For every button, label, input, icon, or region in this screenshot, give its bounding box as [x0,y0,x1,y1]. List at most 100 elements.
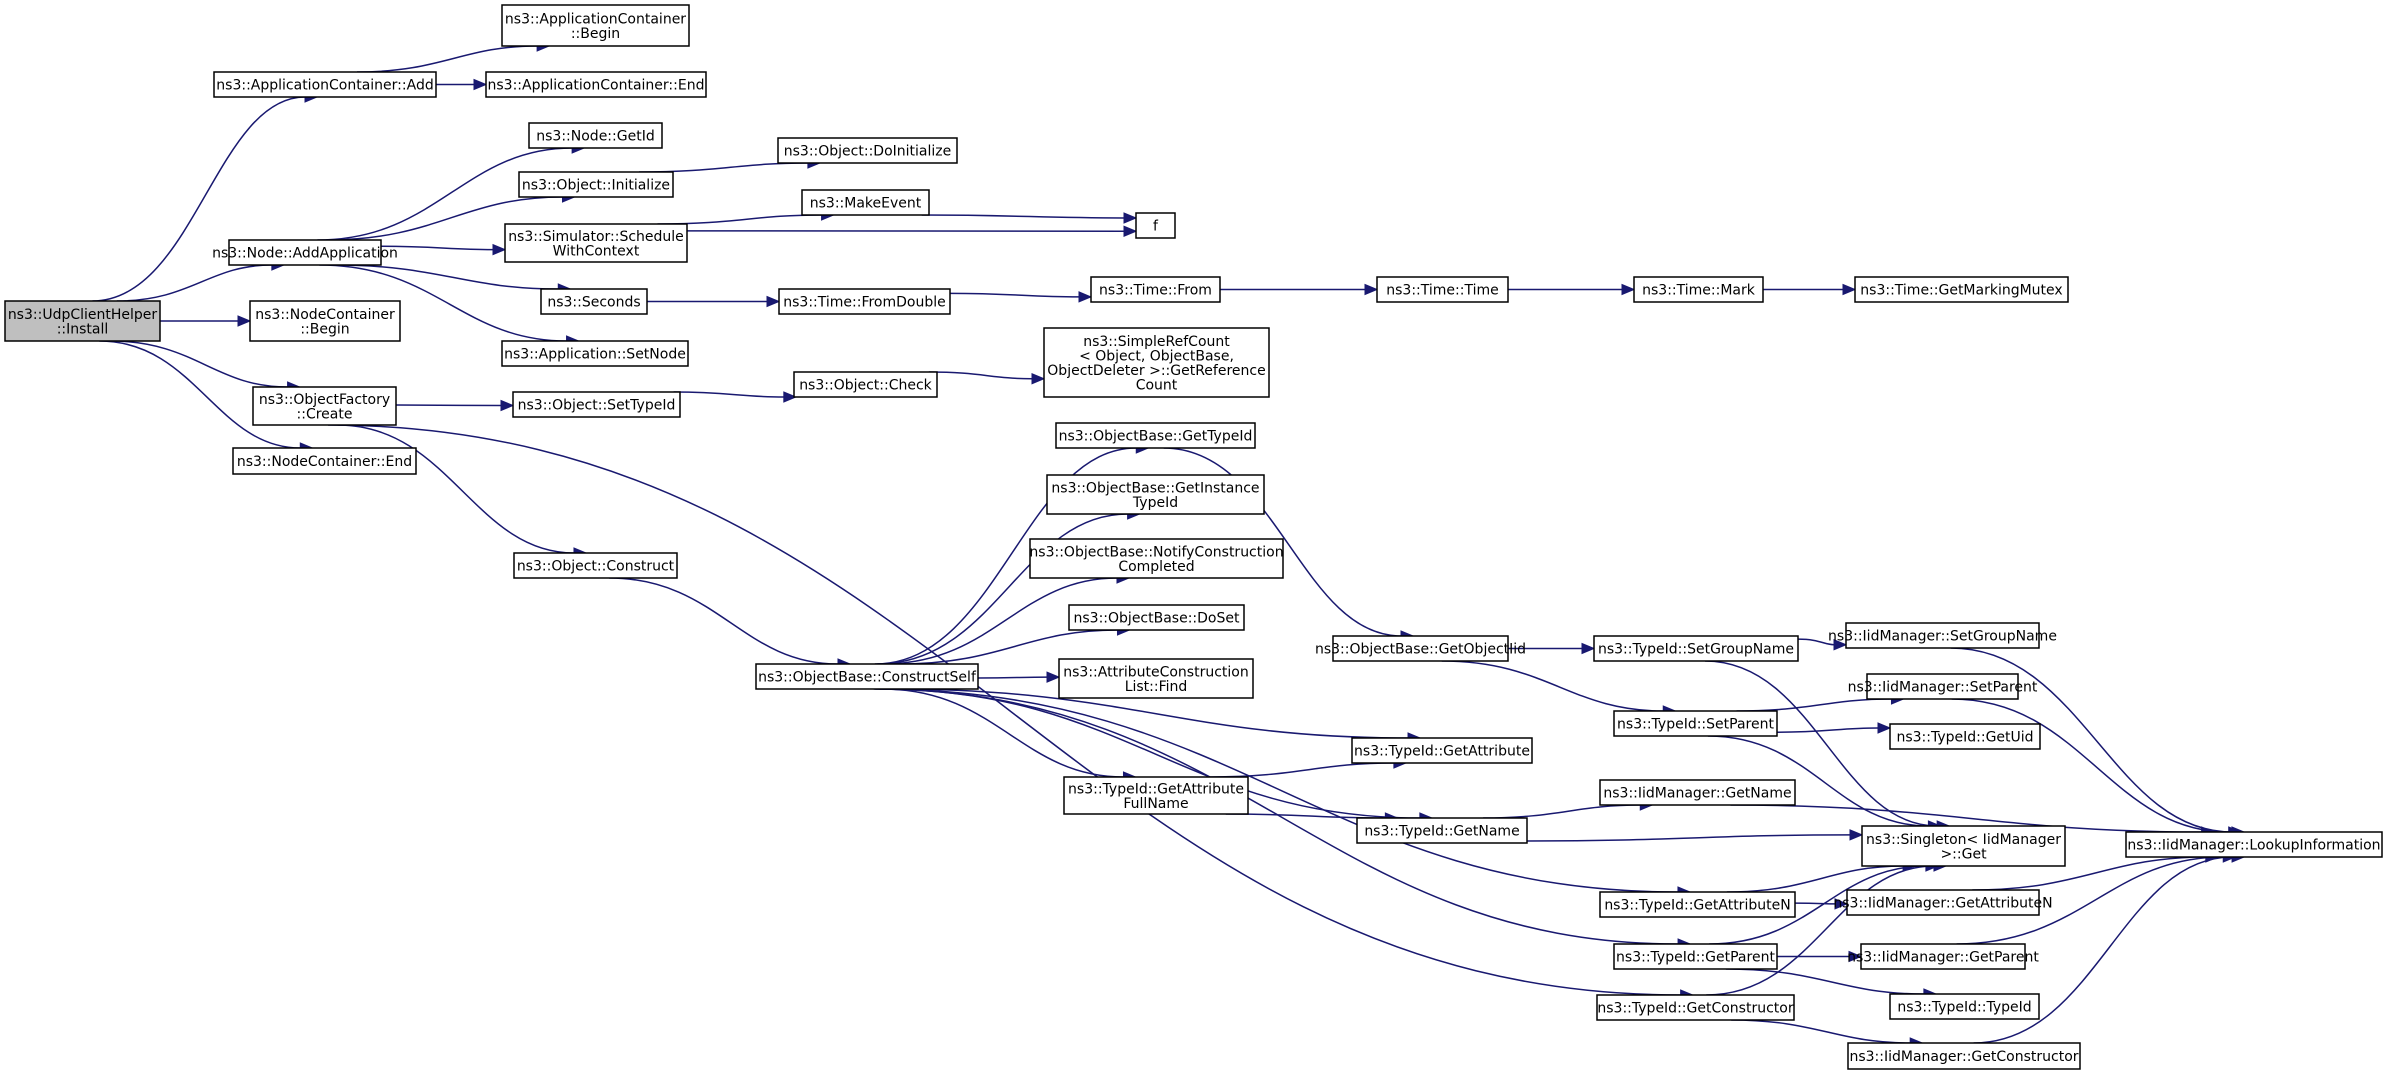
call-edge-makeevent-to-f [921,212,1138,224]
function-node-nodecont-begin[interactable]: ns3::NodeContainer::Begin [249,300,401,342]
function-node-box [249,300,401,342]
function-node-iidmgr-getname[interactable]: ns3::IidManager::GetName [1599,779,1796,806]
call-edge-line [1951,698,2229,833]
function-node-time-from[interactable]: ns3::Time::From [1090,276,1221,303]
function-node-box [2125,831,2383,858]
function-node-appcont-end[interactable]: ns3::ApplicationContainer::End [485,71,707,98]
arrowhead-icon [1849,829,1864,841]
function-node-box [1599,779,1796,806]
function-node-obj-initialize[interactable]: ns3::Object::Initialize [518,171,674,198]
function-node-time-getmarkingmutex[interactable]: ns3::Time::GetMarkingMutex [1854,276,2069,303]
function-node-time-fromdouble[interactable]: ns3::Time::FromDouble [778,288,951,315]
function-node-simplerefcount[interactable]: ns3::SimpleRefCount< Object, ObjectBase,… [1043,327,1270,398]
arrowhead-icon [766,295,781,308]
function-node-label: ns3::TypeId::GetAttribute [1354,744,1530,760]
function-node-box [793,371,938,398]
function-node-objbase-notifyconstruction[interactable]: ns3::ObjectBase::NotifyConstructionCompl… [1029,538,1284,579]
call-edge-line [1707,735,1929,827]
function-node-objbase-constructself[interactable]: ns3::ObjectBase::ConstructSelf [755,663,979,690]
function-node-typeid-getparent[interactable]: ns3::TypeId::GetParent [1613,943,1778,970]
function-node-label: ns3::AttributeConstruction [1063,664,1248,680]
function-node-box [1593,635,1799,662]
function-node-iidmgr-setparent[interactable]: ns3::IidManager::SetParent [1848,673,2038,700]
function-node-typeid-getattribute[interactable]: ns3::TypeId::GetAttribute [1351,737,1533,764]
call-edge-line [110,340,288,388]
call-edge-line [1736,698,1892,712]
function-node-iidmgr-lookupinformation[interactable]: ns3::IidManager::LookupInformation [2125,831,2383,858]
function-node-box [518,171,674,198]
call-edge-line [892,688,1409,739]
function-node-typeid-typeid[interactable]: ns3::TypeId::TypeId [1889,993,2040,1020]
function-node-typeid-setgroupname[interactable]: ns3::TypeId::SetGroupName [1593,635,1799,662]
function-node-label: ns3::IidManager::GetConstructor [1849,1049,2078,1065]
function-node-label: ns3::ObjectBase::GetObjectIid [1315,642,1526,658]
call-edge-line [609,577,838,665]
function-node-typeid-getconstructor[interactable]: ns3::TypeId::GetConstructor [1596,994,1795,1021]
function-node-label: TypeId [1132,495,1178,511]
function-node-iidmgr-getattributen[interactable]: ns3::IidManager::GetAttributeN [1833,889,2053,916]
call-edge-typeid-getparent-to-iidmgr-getparent [1776,950,1863,963]
function-node-appcont-begin[interactable]: ns3::ApplicationContainer::Begin [501,4,690,47]
function-node-obj-settypeid[interactable]: ns3::Object::SetTypeId [512,391,681,418]
function-node-appcont-add[interactable]: ns3::ApplicationContainer::Add [213,71,437,98]
function-node-typeid-getname[interactable]: ns3::TypeId::GetName [1356,817,1528,844]
function-node-objbase-doset[interactable]: ns3::ObjectBase::DoSet [1068,604,1245,631]
function-node-label: ns3::ObjectBase::GetInstance [1051,480,1259,496]
call-edge-line [328,424,1681,996]
call-edge-udp-install-to-nodecont-begin [160,315,252,327]
function-node-udp-install[interactable]: ns3::UdpClientHelper::Install [4,300,161,342]
function-node-nodecont-end[interactable]: ns3::NodeContainer::End [232,447,417,475]
function-node-iidmgr-setgroupname[interactable]: ns3::IidManager::SetGroupName [1828,622,2057,649]
function-node-label: Completed [1118,559,1194,575]
function-node-box [1613,710,1778,737]
call-edge-line [1950,647,2232,833]
arrowhead-icon [1834,898,1849,910]
function-node-f[interactable]: f [1135,212,1176,239]
function-node-typeid-setparent[interactable]: ns3::TypeId::SetParent [1613,710,1778,737]
function-node-label: ns3::SimpleRefCount [1083,334,1230,350]
function-node-label: ::Begin [300,321,349,337]
function-node-iidmgr-getconstructor[interactable]: ns3::IidManager::GetConstructor [1847,1042,2081,1070]
call-edge-line [1706,865,1934,996]
function-node-typeid-getattributen[interactable]: ns3::TypeId::GetAttributeN [1599,891,1796,918]
function-node-box [501,340,689,367]
function-node-makeevent[interactable]: ns3::MakeEvent [801,189,930,216]
function-node-objbase-gettypeid[interactable]: ns3::ObjectBase::GetTypeId [1055,422,1256,449]
call-edge-typeid-setparent-to-typeid-getuid [1776,722,1892,734]
function-node-label: FullName [1123,796,1188,812]
call-edge-line [673,391,784,398]
call-edge-time-fromdouble-to-time-from [949,291,1093,303]
call-edge-objbase-getobjectiid-to-typeid-setgroupname [1508,642,1596,655]
function-node-objbase-getobjectiid[interactable]: ns3::ObjectBase::GetObjectIid [1315,635,1526,662]
arrowhead-icon [1833,638,1848,651]
function-node-iidmgr-getparent[interactable]: ns3::IidManager::GetParent [1847,943,2039,970]
function-node-node-addapp[interactable]: ns3::Node::AddApplication [212,239,398,266]
function-node-objfactory-create[interactable]: ns3::ObjectFactory::Create [252,386,397,426]
call-edge-line [1441,660,1664,712]
function-node-seconds[interactable]: ns3::Seconds [540,288,648,315]
function-node-obj-construct[interactable]: ns3::Object::Construct [513,552,678,579]
call-edge-obj-settypeid-to-obj-check [673,391,798,403]
function-node-typeid-getuid[interactable]: ns3::TypeId::GetUid [1889,723,2041,750]
function-node-obj-doinit[interactable]: ns3::Object::DoInitialize [777,137,958,164]
function-node-label: ns3::IidManager::GetAttributeN [1833,896,2052,912]
function-node-label: ::Install [57,321,109,337]
function-node-label: ns3::Time::Mark [1642,283,1756,299]
function-node-app-setnode[interactable]: ns3::Application::SetNode [501,340,689,367]
function-node-label: ns3::TypeId::SetParent [1617,717,1774,733]
call-edge-line [1730,804,2202,833]
function-node-box [485,71,707,98]
function-node-obj-check[interactable]: ns3::Object::Check [793,371,938,398]
function-node-time-time[interactable]: ns3::Time::Time [1376,276,1509,303]
function-node-label: ns3::Object::Initialize [522,178,670,194]
function-node-box [1866,673,2019,700]
call-edge-time-mark-to-time-getmarkingmutex [1763,283,1857,296]
function-node-node-getid[interactable]: ns3::Node::GetId [528,122,663,149]
function-node-time-mark[interactable]: ns3::Time::Mark [1633,276,1764,303]
call-edge-line [1956,856,2224,945]
function-node-singleton-get[interactable]: ns3::Singleton< IidManager>::Get [1861,825,2066,867]
